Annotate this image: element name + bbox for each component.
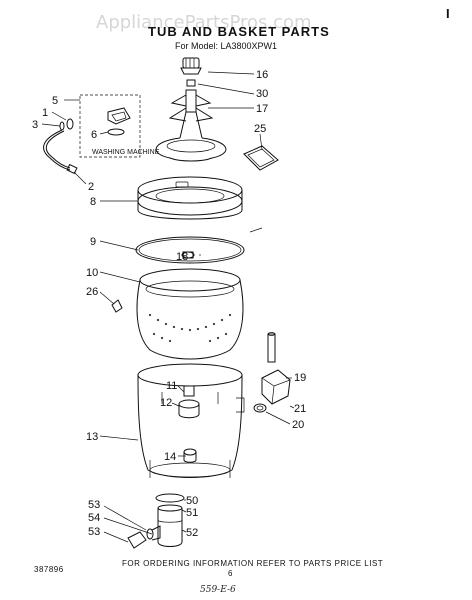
callout-10: 10 (86, 267, 98, 279)
callout-26: 26 (86, 286, 98, 298)
part-fastener (186, 79, 196, 87)
part-pump-pin (267, 332, 276, 363)
part-pump (261, 369, 291, 405)
part-tub-ring (137, 176, 243, 220)
part-pump-seal (253, 403, 267, 413)
callout-13: 13 (86, 431, 98, 443)
callout-17: 17 (256, 103, 268, 115)
callout-18: 18 (176, 251, 188, 263)
part-agitator-cap (180, 57, 202, 75)
callout-1: 1 (42, 107, 48, 119)
watermark: AppliancePartsPros.com (96, 12, 312, 33)
part-wire-harness (43, 129, 78, 175)
part-clip (111, 299, 123, 313)
part-gasket (135, 236, 245, 264)
part-hose-clamps (155, 493, 185, 547)
callout-12: 12 (160, 397, 172, 409)
callout-30: 30 (256, 88, 268, 100)
handwritten-note: 559-E-6 (200, 585, 236, 595)
part-cover-plate (243, 145, 279, 171)
part-outer-tub (137, 363, 245, 478)
callouts: 16 30 17 25 5 1 3 6 2 8 9 18 10 26 11 12… (32, 69, 306, 539)
callout-20: 20 (292, 419, 304, 431)
callout-53-top: 53 (88, 499, 100, 511)
inset-label: WASHING MACHINE (92, 149, 160, 156)
part-drain-fitting (183, 448, 197, 463)
part-switch-clip (59, 118, 74, 131)
leader-lines (41, 71, 295, 543)
callout-8: 8 (90, 196, 96, 208)
callout-53-bottom: 53 (88, 526, 100, 538)
part-hose-fittings (127, 525, 161, 549)
inset-box: WASHING MACHINE (79, 94, 160, 158)
doc-number: 387896 (34, 565, 64, 574)
callout-5: 5 (52, 95, 58, 107)
part-drive-hub (178, 385, 200, 419)
callout-11: 11 (166, 380, 177, 392)
model-line: For Model: LA3800XPW1 (175, 41, 277, 51)
callout-52: 52 (186, 527, 198, 539)
ordering-note: FOR ORDERING INFORMATION REFER TO PARTS … (122, 559, 383, 568)
callout-3: 3 (32, 119, 38, 131)
callout-2: 2 (88, 181, 94, 193)
callout-14: 14 (164, 451, 176, 463)
diagram-title: TUB AND BASKET PARTS (148, 24, 330, 39)
callout-9: 9 (90, 236, 96, 248)
callout-21: 21 (294, 403, 306, 415)
callout-6: 6 (91, 129, 97, 141)
part-agitator (155, 89, 227, 162)
callout-51: 51 (186, 507, 198, 519)
callout-19: 19 (294, 372, 306, 384)
part-hub-nut (181, 251, 195, 259)
corner-mark: I (446, 6, 451, 21)
callout-54: 54 (88, 512, 100, 524)
page-number: 6 (228, 569, 233, 578)
callout-25: 25 (254, 123, 266, 135)
part-basket (136, 268, 244, 360)
callout-16: 16 (256, 69, 268, 81)
callout-50: 50 (186, 495, 198, 507)
